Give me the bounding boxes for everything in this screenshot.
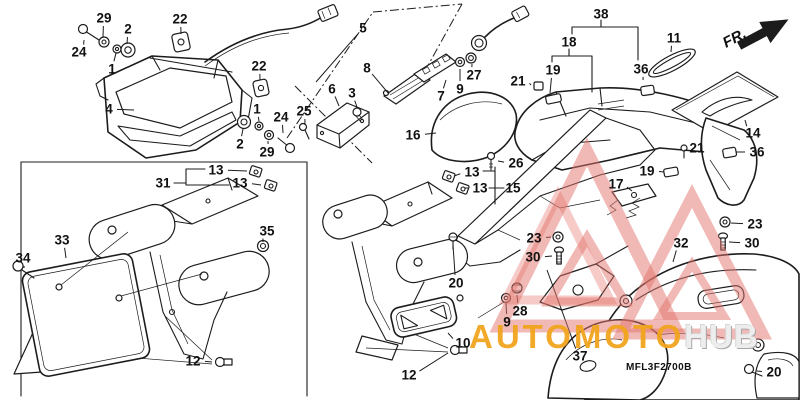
part-number-label: 12 [401, 367, 417, 383]
part-number-label: 13 [472, 180, 488, 196]
part-number-label: 5 [359, 20, 367, 36]
part-number-label: 24 [71, 44, 87, 60]
part-number-label: 7 [437, 88, 445, 104]
part-number-label: 30 [525, 249, 541, 265]
part-number-label: 14 [745, 125, 761, 141]
part-number-label: 18 [561, 34, 577, 50]
part-number-label: 8 [363, 60, 371, 76]
part-number-label: 36 [633, 61, 649, 77]
part-number-label: 9 [503, 314, 511, 330]
seal-11 [648, 48, 696, 78]
part-number-label: 34 [15, 250, 31, 266]
part-number-label: 2 [124, 21, 132, 37]
taillight-fasteners-left [77, 23, 191, 58]
fr-direction-indicator: FR. [720, 19, 789, 52]
license-light-group [316, 5, 530, 149]
part-number-label: 31 [155, 175, 171, 191]
part-number-label: 26 [508, 155, 524, 171]
watermark-logo [489, 137, 773, 340]
part-number-label: 3 [348, 85, 356, 101]
part-number-label: 17 [608, 176, 624, 192]
taillight-wire-harness [204, 4, 339, 67]
part-number-label: 16 [405, 127, 421, 143]
part-number-label: 13 [464, 164, 480, 180]
part-number-label: 25 [296, 103, 312, 119]
cover-16 [430, 91, 518, 171]
part-number-label: 32 [673, 235, 689, 251]
part-number-label: 21 [510, 73, 526, 89]
side-panel-right [552, 117, 758, 265]
screw-20-bottom-right [743, 363, 763, 377]
part-number-label: 19 [639, 163, 655, 179]
inner-fender-15 [451, 109, 656, 267]
part-number-label: 22 [251, 58, 267, 74]
part-number-label: 24 [273, 109, 289, 125]
part-number-label: 11 [666, 30, 682, 46]
license-plate-33 [12, 165, 278, 377]
taillight-fasteners-right [236, 78, 310, 154]
license-bracket-left [13, 177, 270, 375]
part-number-label: 13 [232, 175, 248, 191]
part-number-label: 20 [766, 364, 782, 380]
part-number-label: 13 [208, 162, 224, 178]
part-number-label: 22 [172, 11, 188, 27]
part-number-label: 23 [526, 230, 542, 246]
part-number-label: 28 [512, 303, 528, 319]
part-number-label: 20 [448, 275, 464, 291]
callout-brackets [173, 19, 639, 205]
part-number-label: 1 [253, 101, 261, 117]
corner-panel [754, 351, 800, 399]
part-number-label: 19 [545, 62, 561, 78]
part-number-label: 1 [108, 61, 116, 77]
part-number-label: 9 [456, 81, 464, 97]
part-number-label: 35 [259, 223, 275, 239]
part-number-label: 4 [105, 101, 113, 117]
reflector-10 [390, 296, 458, 338]
subassembly-frame-box [20, 161, 308, 397]
part-number-label: 33 [54, 232, 70, 248]
part-number-label: 21 [689, 140, 705, 156]
part-number-label: 27 [466, 67, 482, 83]
part-number-label: 30 [744, 235, 760, 251]
part-number-label: 2 [236, 136, 244, 152]
part-number-label: 15 [505, 180, 521, 196]
diagram-code: MFL3F2700B [626, 362, 692, 373]
license-bracket-middle [322, 170, 470, 361]
watermark-text-suffix: HUB [684, 318, 759, 355]
part-number-label: 37 [572, 348, 588, 364]
part-number-label: 10 [455, 335, 471, 351]
part-number-label: 38 [593, 6, 609, 22]
part-number-label: 29 [259, 144, 275, 160]
leader-lines [23, 25, 763, 373]
sheet-14 [671, 71, 779, 134]
watermark-text: AUTOMOTOHUB [469, 320, 759, 353]
part-number-label: 6 [328, 81, 336, 97]
part-number-label: 29 [96, 10, 112, 26]
part-number-label: 12 [185, 353, 201, 369]
part-number-label: 36 [749, 144, 765, 160]
taillight-unit [95, 55, 253, 159]
part-number-label: 23 [747, 216, 763, 232]
watermark-text-prefix: AUTOMOTO [469, 318, 685, 355]
